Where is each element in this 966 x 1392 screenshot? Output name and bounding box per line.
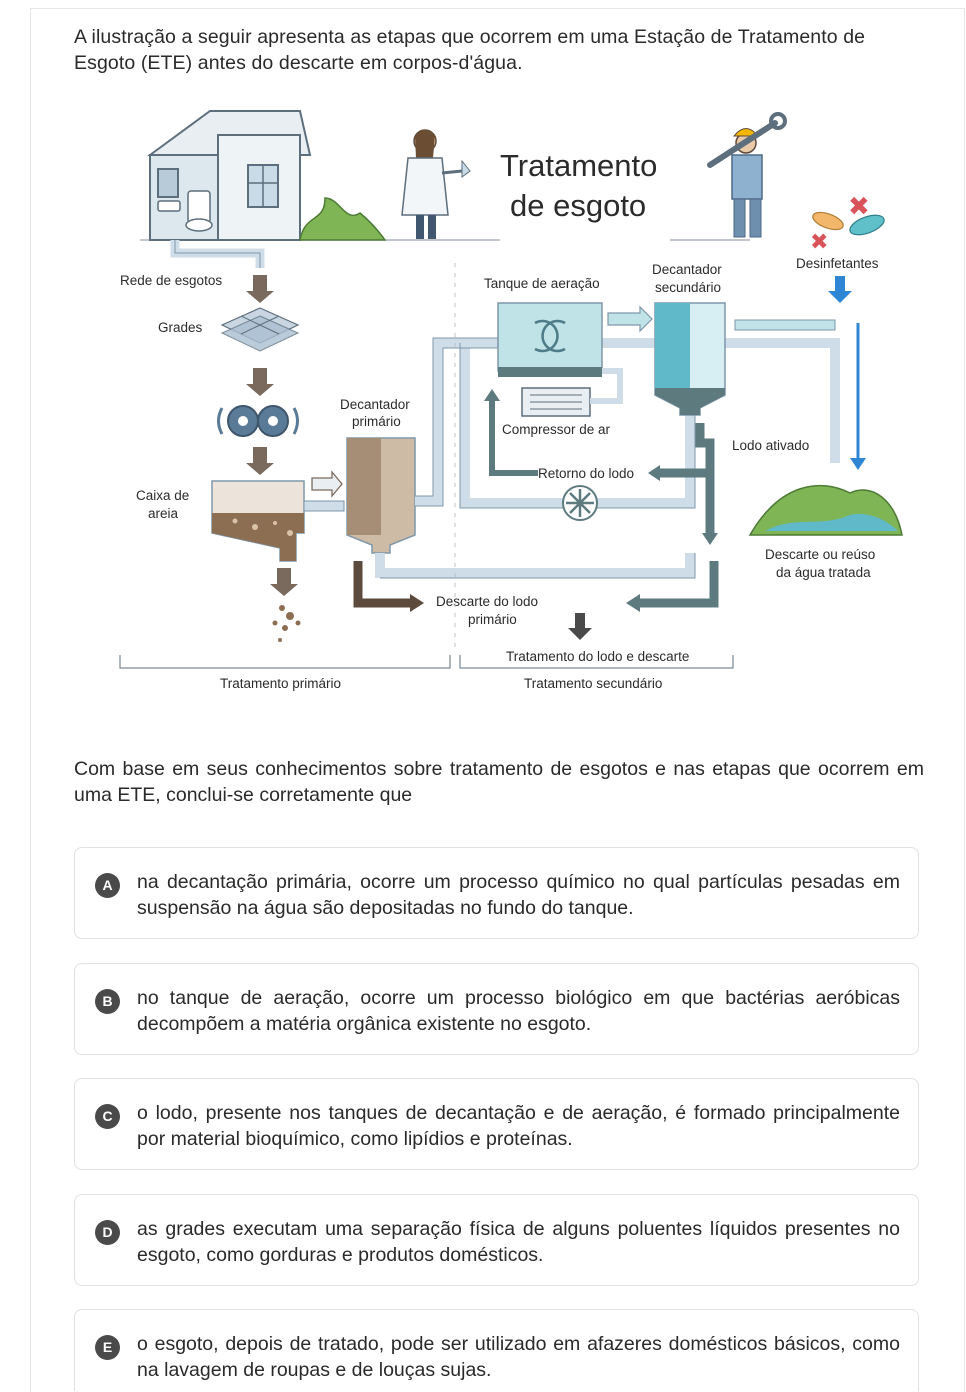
option-letter-badge: C bbox=[95, 1104, 120, 1129]
label-lodo-ativado: Lodo ativado bbox=[732, 438, 809, 453]
question-stem: Com base em seus conhecimentos sobre tra… bbox=[74, 758, 924, 806]
option-d[interactable]: D as grades executam uma separação físic… bbox=[74, 1194, 919, 1286]
label-decantador-sec-1: Decantador bbox=[652, 262, 722, 277]
option-b[interactable]: B no tanque de aeração, ocorre um proces… bbox=[74, 963, 919, 1055]
label-decantador-prim-2: primário bbox=[352, 414, 401, 429]
label-descarte-lodo-1: Descarte do lodo bbox=[436, 594, 538, 609]
air-compressor bbox=[521, 368, 623, 417]
flow-arrow bbox=[246, 275, 298, 596]
worker-icon bbox=[707, 112, 787, 238]
option-text: as grades executam uma separação física … bbox=[137, 1218, 900, 1266]
label-tratamento-lodo: Tratamento do lodo e descarte bbox=[506, 649, 689, 664]
secondary-decanter bbox=[654, 302, 726, 416]
svg-text:✖: ✖ bbox=[848, 192, 870, 222]
house-icon bbox=[146, 110, 312, 241]
sediment-particles bbox=[272, 605, 301, 642]
label-caixa-areia-1: Caixa de bbox=[136, 488, 189, 503]
label-descarte-agua-1: Descarte ou reúso bbox=[765, 547, 875, 562]
option-e[interactable]: E o esgoto, depois de tratado, pode ser … bbox=[74, 1309, 919, 1391]
aeration-tank bbox=[497, 302, 603, 377]
label-retorno-lodo: Retorno do lodo bbox=[538, 466, 634, 481]
sand-box bbox=[211, 480, 305, 562]
figure-title-line1: Tratamento bbox=[500, 148, 657, 183]
scientist-icon bbox=[401, 129, 471, 239]
label-decantador-prim-1: Decantador bbox=[340, 397, 410, 412]
pipes bbox=[375, 338, 840, 578]
primary-decanter bbox=[346, 437, 416, 554]
label-tratamento-primario: Tratamento primário bbox=[220, 676, 341, 691]
bush-icon bbox=[299, 197, 387, 241]
option-c[interactable]: C o lodo, presente nos tanques de decant… bbox=[74, 1078, 919, 1170]
disinfectant-icon: ✖ ✖ bbox=[810, 192, 885, 255]
grate-icon bbox=[220, 307, 300, 352]
option-letter-badge: A bbox=[95, 873, 120, 898]
label-descarte-lodo-2: primário bbox=[468, 612, 517, 627]
disinfectant-arrow bbox=[828, 276, 852, 303]
fan-icon bbox=[562, 485, 598, 521]
label-grades: Grades bbox=[158, 320, 203, 335]
sewage-treatment-illustration: Tratamento de esgoto ✖ ✖ Rede de esgotos… bbox=[110, 103, 910, 703]
option-letter-badge: B bbox=[95, 989, 120, 1014]
label-tratamento-secundario: Tratamento secundário bbox=[524, 676, 662, 691]
option-text: o lodo, presente nos tanques de decantaç… bbox=[137, 1102, 900, 1150]
label-decantador-sec-2: secundário bbox=[655, 280, 721, 295]
label-rede-esgotos: Rede de esgotos bbox=[120, 273, 222, 288]
option-text: o esgoto, depois de tratado, pode ser ut… bbox=[137, 1333, 900, 1381]
option-a[interactable]: A na decantação primária, ocorre um proc… bbox=[74, 847, 919, 939]
label-descarte-agua-2: da água tratada bbox=[776, 565, 871, 580]
lake-icon bbox=[748, 484, 903, 536]
figure-title-line2: de esgoto bbox=[510, 188, 646, 223]
option-letter-badge: D bbox=[95, 1220, 120, 1245]
label-caixa-areia-2: areia bbox=[148, 506, 179, 521]
option-letter-badge: E bbox=[95, 1335, 120, 1360]
label-compressor: Compressor de ar bbox=[502, 422, 611, 437]
option-text: no tanque de aeração, ocorre um processo… bbox=[137, 987, 900, 1035]
svg-text:✖: ✖ bbox=[810, 230, 828, 255]
gears-icon bbox=[217, 405, 299, 437]
intro-text: A ilustração a seguir apresenta as etapa… bbox=[74, 26, 866, 74]
label-desinfetantes: Desinfetantes bbox=[796, 256, 879, 271]
option-text: na decantação primária, ocorre um proces… bbox=[137, 871, 900, 919]
label-tanque-aeracao: Tanque de aeração bbox=[484, 276, 600, 291]
